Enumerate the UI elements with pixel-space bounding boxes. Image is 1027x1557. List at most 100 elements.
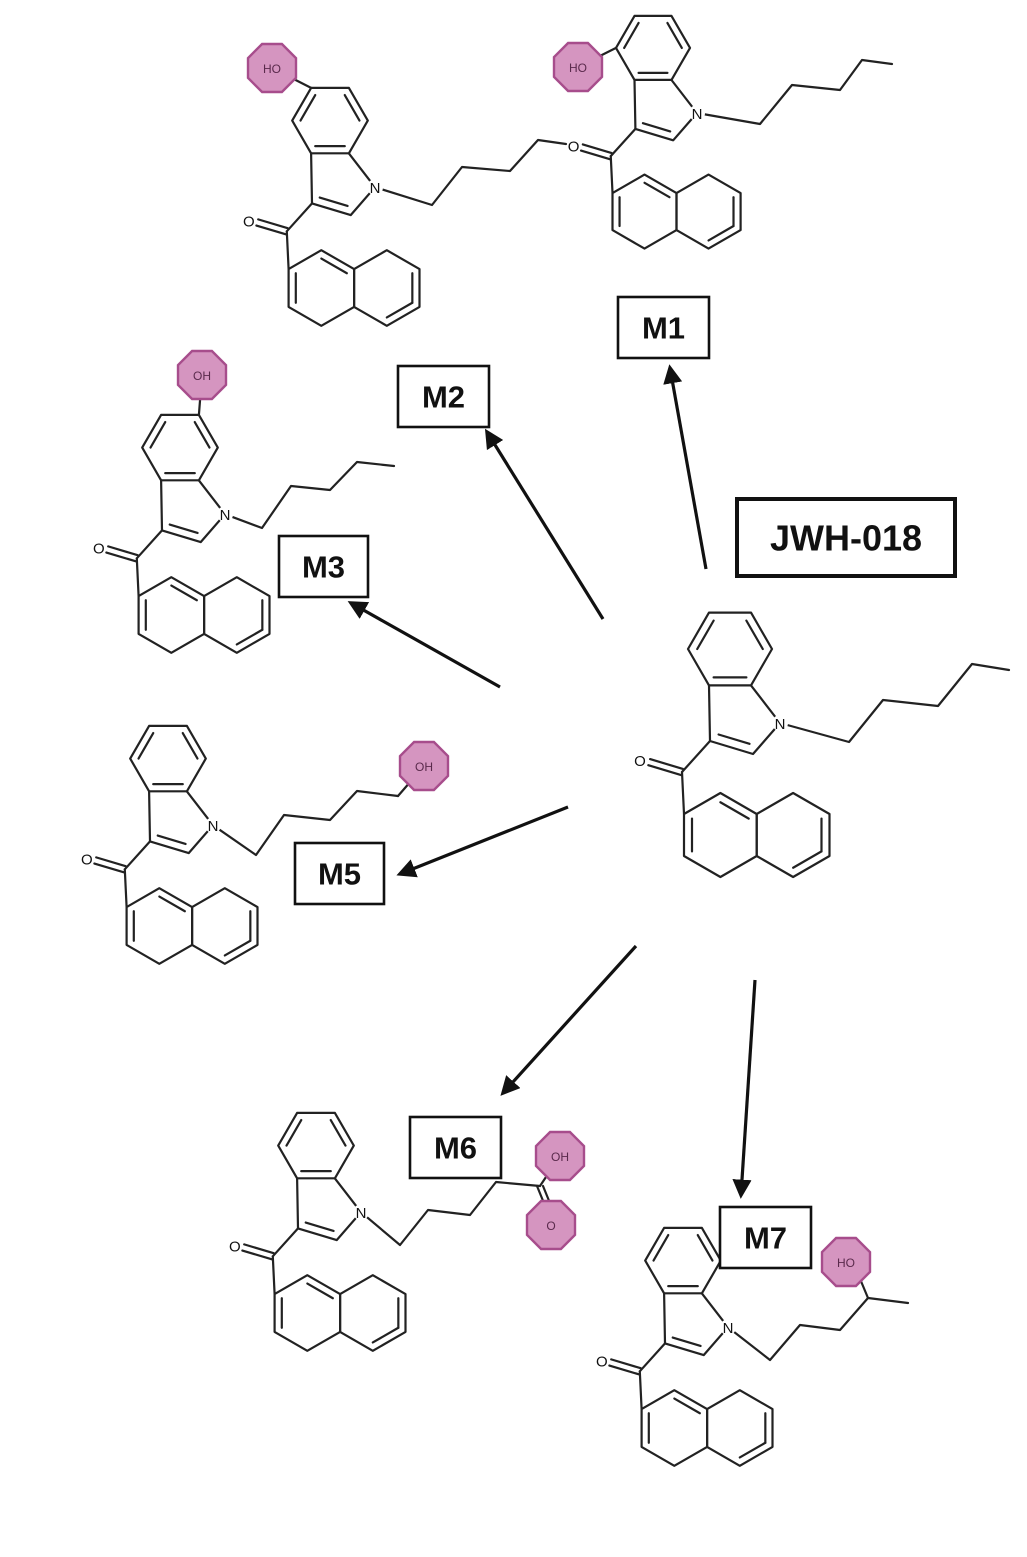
pyrrole-ring [633,78,699,142]
label-box [396,364,491,429]
hydroxyl-label: OH [415,760,433,774]
benzene-ring [129,724,207,793]
carbonyl-bond [608,1364,640,1376]
oxygen-label: O [596,1354,608,1371]
benzene-ring [277,1111,355,1180]
hydroxyl-label: OH [551,1150,569,1164]
nitrogen-label: N [692,106,703,123]
nitrogen-label: N [370,180,381,197]
pyrrole-ring [148,790,215,855]
double-bond [235,628,264,646]
naphthalene-ring-a [273,1274,342,1352]
hydroxyl-highlight [820,1236,872,1288]
double-bond [643,181,671,199]
double-bond [149,420,167,449]
single-bond [609,155,614,195]
hydroxyl-label: OH [193,369,211,383]
naphthalene-ring-b [339,1274,407,1352]
label-box [718,1205,813,1270]
alkyl-chain [695,58,894,126]
alkyl-chain [373,138,568,207]
carbonyl-bond [107,545,139,557]
benzene-ring [291,86,369,155]
alkyl-chain [726,1296,910,1362]
single-bond [271,1255,276,1296]
alkyl-chain [778,662,1011,744]
benzene-ring [141,413,219,482]
hydroxyl-label: HO [837,1256,855,1270]
oxygen-label: O [568,139,580,156]
double-bond [168,523,199,535]
label-m5: M5 [293,841,386,906]
double-bond [652,1233,670,1262]
single-bond [680,770,686,816]
naphthalene-ring-a [125,887,194,965]
single-bond [609,127,637,158]
oxygen-label: O [229,1239,241,1256]
single-bond [638,1342,667,1373]
double-bond [318,196,349,208]
benzene-ring [614,14,692,82]
structure-parent: ON [634,611,1011,879]
carbonyl-bond [93,862,125,874]
naphthalene-ring-b [675,173,742,250]
single-bond [135,529,164,560]
compound-label: M5 [318,857,361,892]
compound-label: M3 [302,550,345,585]
naphthalene-ring-a [611,173,678,250]
alkyl-chain [359,1180,542,1247]
label-box [293,841,386,906]
double-bond [707,224,735,242]
arrow-parent-to-m3 [347,601,501,689]
carbonyl-bond [610,1358,642,1370]
double-bond [304,1221,335,1233]
single-bond [271,1227,300,1258]
carbonyl-bond [255,224,287,236]
double-bond [329,1118,347,1147]
double-bond [156,834,187,846]
benzene-ring [686,611,774,687]
carbonyl-bond [649,757,685,771]
single-bond [123,840,152,871]
single-bond [135,557,140,598]
structure-m7: O N HO [596,1226,910,1467]
atom-mask [217,506,233,523]
nitrogen-label: N [356,1205,367,1222]
nitrogen-label: N [723,1320,734,1337]
atom-mask [689,105,705,122]
hydroxyl-highlight [246,42,298,94]
hydroxyl-highlight [176,349,228,401]
single-bond [285,202,314,233]
double-bond [343,93,361,122]
arrows [347,364,757,1199]
double-bond [371,1326,400,1344]
double-bond [641,122,672,133]
atom-mask [353,1204,369,1221]
carbonyl-bond [105,551,137,563]
naphthalene-ring-a [287,249,356,327]
double-bond [285,1118,303,1147]
pyrrole-ring [707,684,782,756]
hydroxyl-highlight [398,740,450,792]
carbonyl-bond [95,856,127,868]
nitrogen-label: N [220,507,231,524]
label-box [735,497,957,578]
single-bond [123,868,128,909]
compound-label: M2 [422,380,465,415]
carbonyl-highlight [525,1199,577,1251]
double-bond [738,1441,767,1459]
carbonyl-bond [647,764,683,777]
carbonyl-bond [243,1243,275,1255]
label-m7: M7 [718,1205,813,1270]
atom-mask [772,715,788,731]
pyrrole-ring [662,1292,730,1357]
hydroxyl-label: HO [263,62,281,76]
double-bond [719,801,750,820]
atom-mask [720,1319,736,1336]
double-bond [306,1282,334,1300]
